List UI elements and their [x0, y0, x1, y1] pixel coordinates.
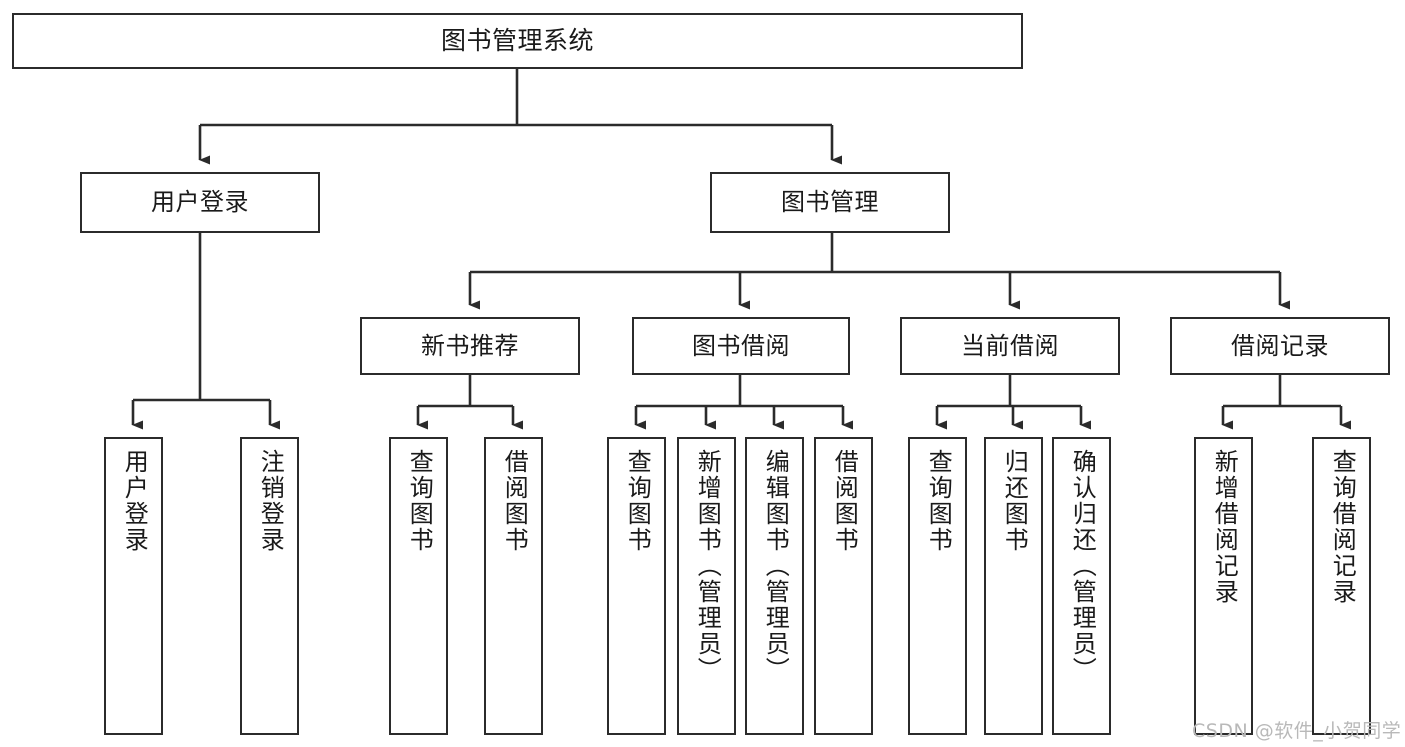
node-borrow-record[interactable]: 借阅记录: [1170, 317, 1390, 375]
leaf-node[interactable]: 确认归还（管理员）: [1052, 437, 1111, 735]
leaf-node[interactable]: 查询图书: [908, 437, 967, 735]
node-current-borrow-label: 当前借阅: [961, 331, 1059, 360]
leaf-node[interactable]: 归还图书: [984, 437, 1043, 735]
leaf-node[interactable]: 新增图书（管理员）: [677, 437, 736, 735]
node-book-management-label: 图书管理: [781, 188, 879, 217]
leaf-node-label: 确认归还（管理员）: [1068, 449, 1097, 683]
node-user-login-label: 用户登录: [151, 188, 249, 217]
node-user-login[interactable]: 用户登录: [80, 172, 320, 233]
node-current-borrow[interactable]: 当前借阅: [900, 317, 1120, 375]
leaf-node-label: 借阅图书: [500, 449, 529, 553]
node-root-label: 图书管理系统: [440, 26, 594, 56]
leaf-node[interactable]: 用户登录: [104, 437, 163, 735]
leaf-node[interactable]: 新增借阅记录: [1194, 437, 1253, 735]
leaf-node-label: 归还图书: [1000, 449, 1029, 553]
leaf-node[interactable]: 查询借阅记录: [1312, 437, 1371, 735]
leaf-node-label: 查询图书: [405, 449, 434, 553]
leaf-node[interactable]: 查询图书: [389, 437, 448, 735]
node-borrow-record-label: 借阅记录: [1231, 331, 1329, 360]
leaf-node-label: 新增借阅记录: [1210, 449, 1239, 605]
node-book-borrow[interactable]: 图书借阅: [632, 317, 850, 375]
leaf-node[interactable]: 借阅图书: [814, 437, 873, 735]
leaf-node-label: 注销登录: [256, 449, 285, 553]
leaf-node[interactable]: 查询图书: [607, 437, 666, 735]
node-new-book-recommend-label: 新书推荐: [421, 331, 519, 360]
leaf-node-label: 查询借阅记录: [1328, 449, 1357, 605]
leaf-node[interactable]: 借阅图书: [484, 437, 543, 735]
leaf-node-label: 查询图书: [924, 449, 953, 553]
leaf-node[interactable]: 注销登录: [240, 437, 299, 735]
leaf-node-label: 新增图书（管理员）: [693, 449, 722, 683]
node-book-management[interactable]: 图书管理: [710, 172, 950, 233]
leaf-node-label: 用户登录: [120, 449, 149, 553]
leaf-node-label: 借阅图书: [830, 449, 859, 553]
leaf-node-label: 查询图书: [623, 449, 652, 553]
node-root[interactable]: 图书管理系统: [12, 13, 1023, 69]
node-new-book-recommend[interactable]: 新书推荐: [360, 317, 580, 375]
leaf-node[interactable]: 编辑图书（管理员）: [745, 437, 804, 735]
watermark: CSDN @软件_小贺同学: [1192, 720, 1402, 742]
leaf-node-label: 编辑图书（管理员）: [761, 449, 790, 683]
node-book-borrow-label: 图书借阅: [692, 331, 790, 360]
